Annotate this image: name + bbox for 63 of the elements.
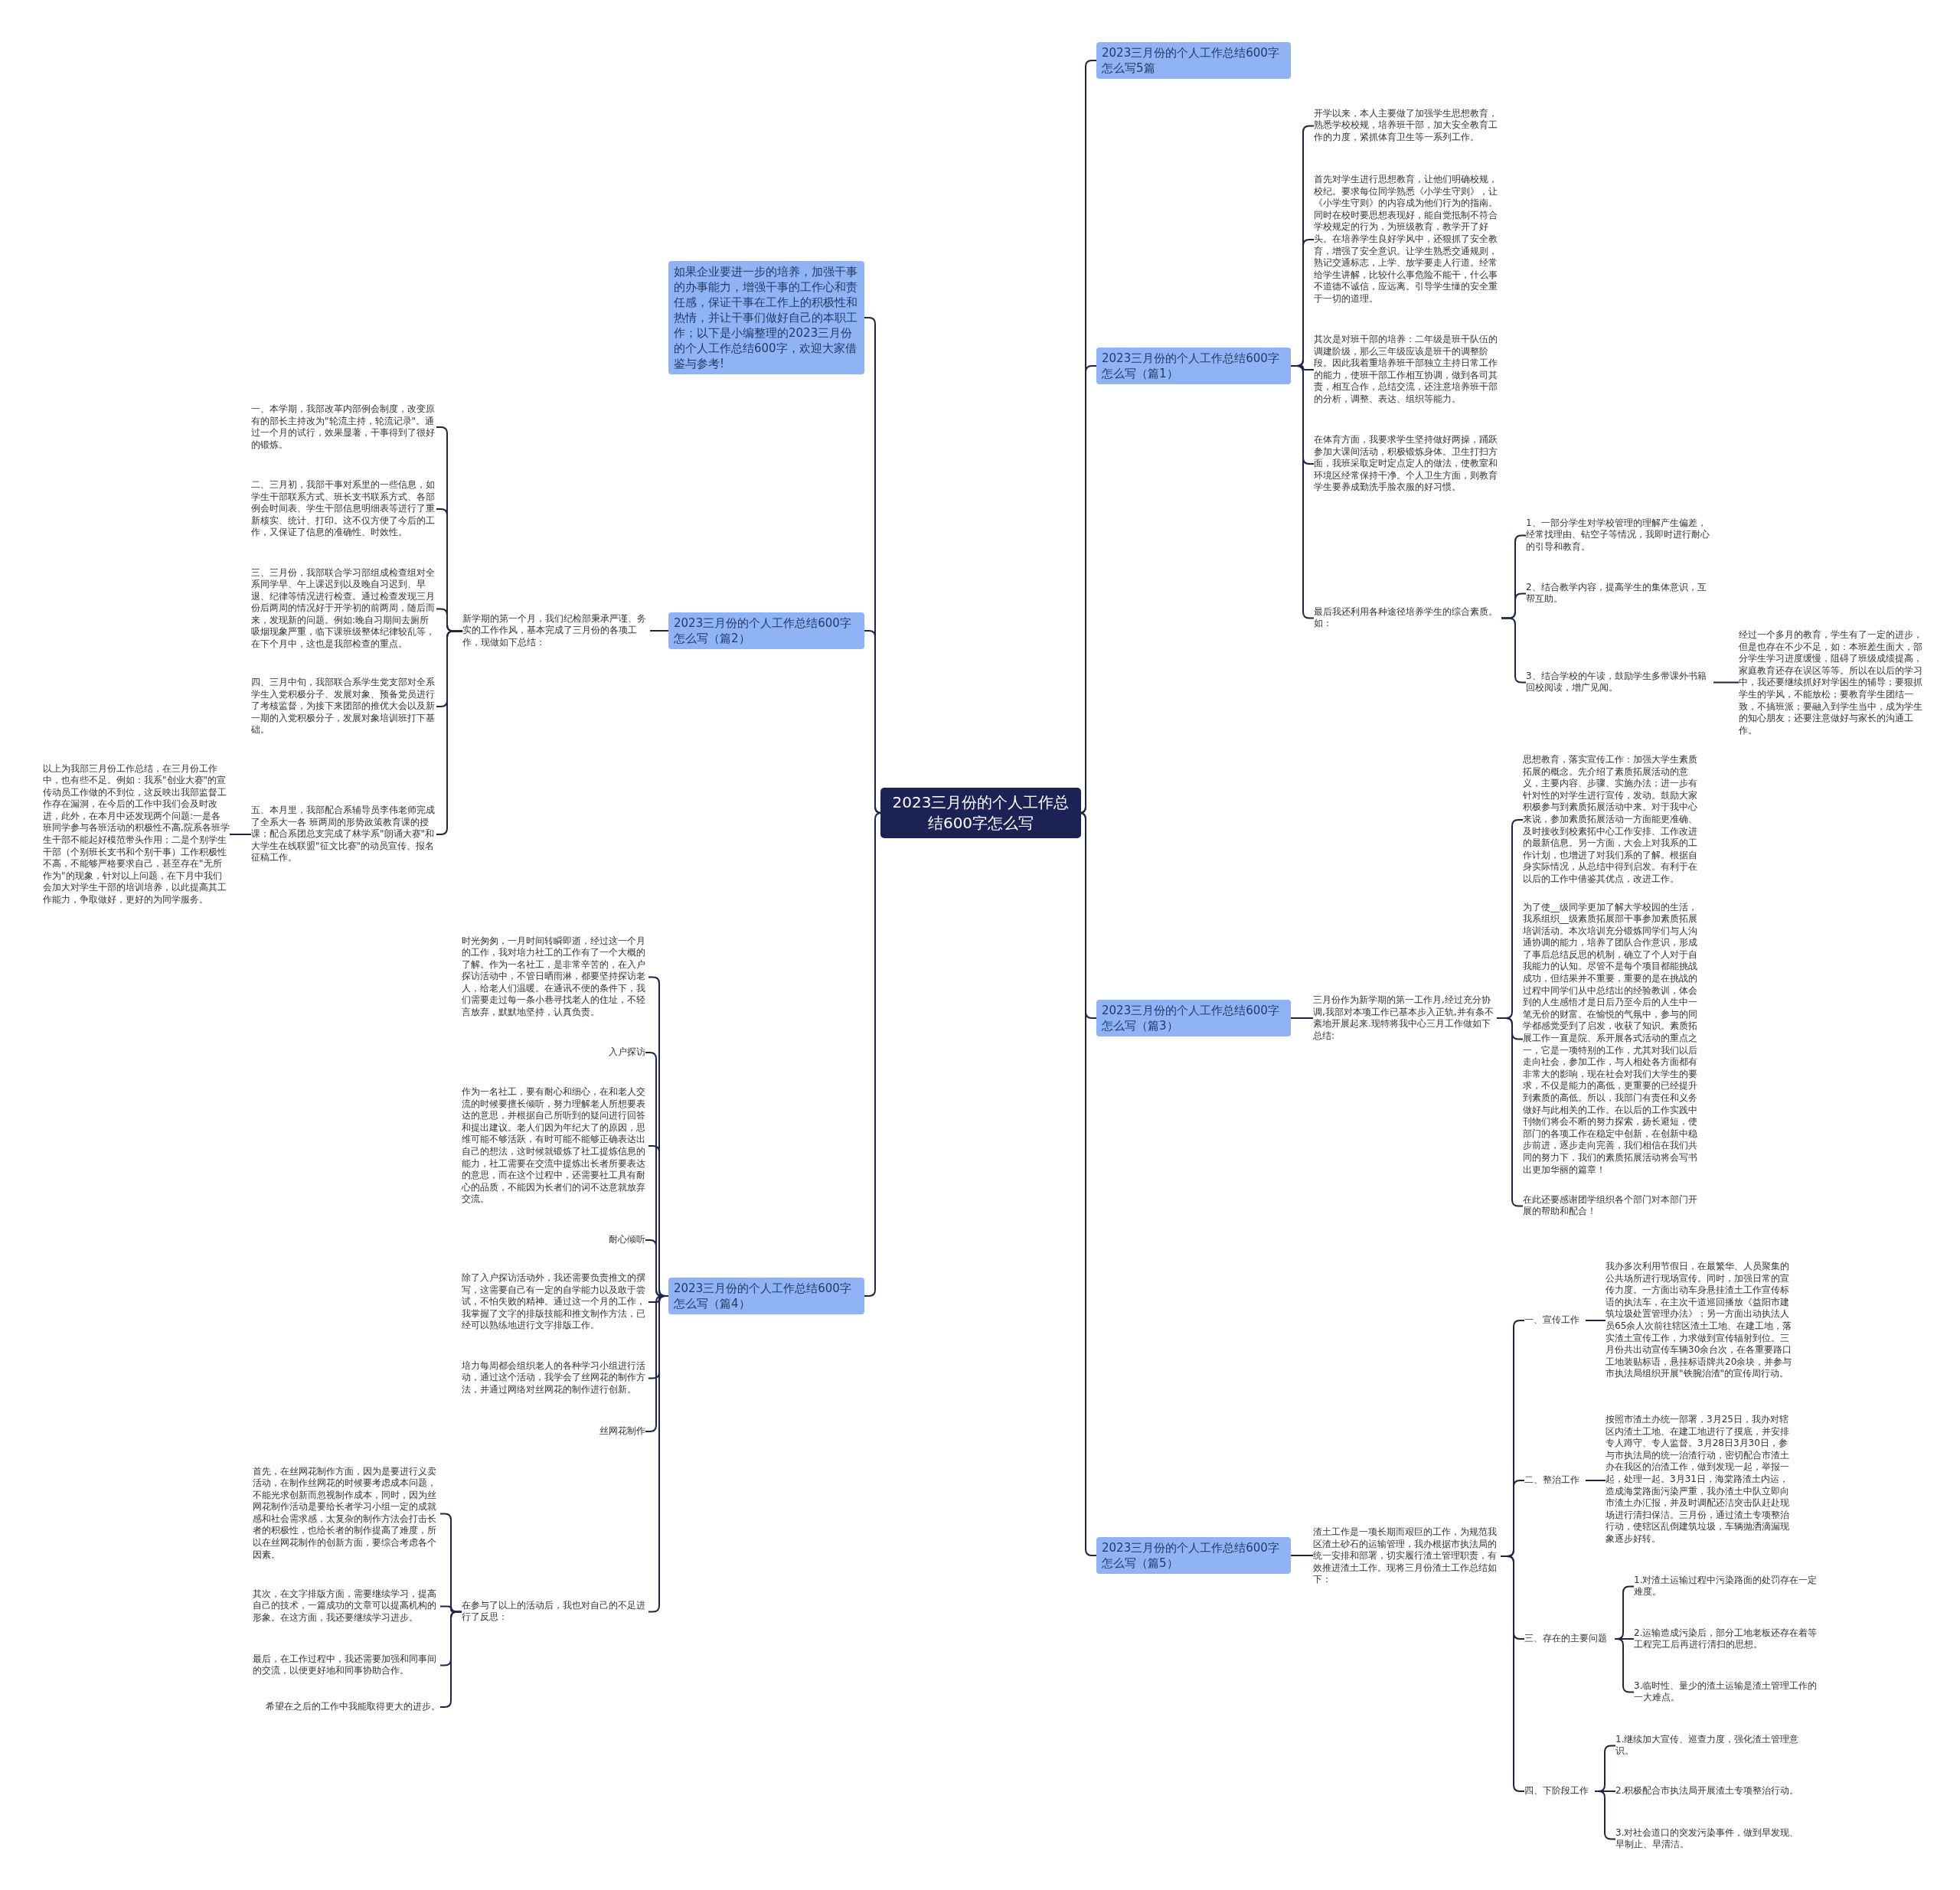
- paragraph-text: 培力每周都会组织老人的各种学习小组进行活动，通过这个活动，我学会了丝网花的制作方法，并通过网络对丝网花的制作进行创新。: [462, 1360, 648, 1396]
- branch-label: 四、下阶段工作: [1524, 1785, 1595, 1797]
- paragraph-text: 时光匆匆，一月时间转瞬即逝，经过这一个月的工作，我对培力社工的工作有了一个大概的了解。作为一名社工，是非常辛苦的，在入户探访活动中，不管日晒雨淋，都要坚持探访老人，给老人们温暖。在通讯不便的条件下，我们需要走过每一条小巷寻找老人的住址，不轻言放弃，默默地坚持，认真负责。: [462, 935, 648, 1019]
- paragraph-text: 最后我还利用各种途径培养学生的综合素质。如：: [1314, 606, 1501, 630]
- paragraph-text: 2.运输造成污染后，部分工地老板还存在着等工程完工后再进行清扫的思想。: [1634, 1627, 1820, 1651]
- paragraph-text: 首先，在丝网花制作方面，因为是要进行义卖活动，在制作丝网花的时候要考虑成本问题，不能光求创新而忽视制作成本，同时，因为丝网花制作活动是要给长者学习小组一定的成就感和社会需求感，太复杂的制作方法会打击长者的积极性，也给长者的制作提高了难度，所以在丝网花制作的创新方面，要综合考虑各个因素。: [253, 1465, 440, 1562]
- paragraph-text: 经过一个多月的教育，学生有了一定的进步，但是也存在不少不足，如：本班差生面大，部分学生学习进度缓慢，阻碍了班级成绩提高，家庭教育还存在误区等等。所以在以后的学习中，我还要继续抓好对学困生的辅导；要狠抓学生的学风，不能放松；要教育学生团结一致，不搞班派；要融入到学生当中，成为学生的知心朋友；还要注意做好与家长的沟通工作。: [1739, 629, 1928, 737]
- paragraph-text: 为了使__级同学更加了解大学校园的生活，我系组织__级素质拓展部干事参加素质拓展培训活动。本次培训充分锻炼同学们与人沟通协调的能力，培养了团队合作意识，形成了事后总结反思的机制，确立了个人对于自我能力的认知。尽管不是每个项目都能挑战成功，但结果并不重要，重要的是在挑战的过程中同学们从中总结出的经验教训，体会到的人生感悟才是日后乃至今后的人生中一笔无价的财富。在愉悦的气氛中，参与的同学都感觉受到了启发，收获了知识。素质拓展工作一直是院、系开展各式活动的重点之一，它是一项特别的工作，尤其对我们以后走向社会，参加工作，与人相处各方面都有非常大的影响，现在社会对我们大学生的要求，不仅是能力的高低，更重要的已经提升到素质的高低。所以，我部门有责任和义务做好与此相关的工作。在以后的工作实践中刊物们将会不断的努力探索，扬长避短，使部门的各项工作在稳定中创新，在创新中稳步前进，逐步走向完善，我们相信在我们共同的努力下，我们的素质拓展活动将会写书出更加华丽的篇章！: [1523, 901, 1705, 1177]
- branch-label: 一、宣传工作: [1524, 1314, 1586, 1327]
- paragraph-text: 1.对渣土运输过程中污染路面的处罚存在一定难度。: [1634, 1574, 1820, 1598]
- paragraph-text: 1.继续加大宣传、巡查力度，强化渣土管理意识。: [1615, 1733, 1801, 1758]
- connector-line: [1585, 1480, 1606, 1481]
- paragraph-text: 按照市渣土办统一部署，3月25日，我办对辖区内渣土工地、在建工地进行了摸底，并安排专人蹲守、专人监督。3月28日3月30日，参与市执法局的统一治渣行动，密切配合市渣土办在我区的治渣工作，做到发现一起，举报一起，处理一起。3月31日，海棠路渣土内运，造成海棠路面污染严重，我办渣土中队立即向市渣土办汇报，并及时调配还洁突击队赶赴现场进行清扫保洁。三月份，通过渣土专项整治行动，使辖区乱倒建筑垃圾，车辆抛洒滴漏现象逐步好转。: [1606, 1414, 1793, 1546]
- topic-box: 2023三月份的个人工作总结600字怎么写（篇2）: [668, 612, 864, 649]
- paragraph-text: 其次是对班干部的培养：二年级是班干队伍的调建阶级，那么三年级应该是班干的调整阶段。因此我着重培养班干部独立主持日常工作的能力，使班干部工作相互协调，做到各司其责，相互合作，总结交流，还注意培养班干部的分析，调整、表达、组织等能力。: [1314, 334, 1501, 406]
- paragraph-text: 3.临时性、量少的渣土运输是渣土管理工作的一大难点。: [1634, 1679, 1820, 1704]
- paragraph-text: 其次，在文字排版方面，需要继续学习，提高自己的技术，一篇成功的文章可以提高机构的形象。在这方面，我还要继续学习进步。: [253, 1588, 440, 1624]
- paragraph-text: 首先对学生进行思想教育，让他们明确校规，校纪。要求每位同学熟悉《小学生守则》，让《小学生守则》的内容成为他们行为的指南。同时在校时要思想表现好，能自觉抵制不符合学校规定的行为，为班级教育，教学开了好头。在培养学生良好学风中，还狠抓了安全教育，增强了安全意识。让学生熟悉交通规则，熟记交通标志，上学、放学要走人行道。经常给学生讲解，比较什么事危险不能干，什么事不道德不诚信，应远离。引导学生懂的安全重于一切的道理。: [1314, 174, 1501, 305]
- paragraph-text: 在参与了以上的活动后，我也对自己的不足进行了反思：: [462, 1599, 648, 1624]
- topic-box: 2023三月份的个人工作总结600字怎么写（篇1）: [1096, 348, 1291, 384]
- connector-line: [1290, 1555, 1314, 1556]
- paragraph-text: 1、一部分学生对学校管理的理解产生偏差，经常找理由、钻空子等情况，我即时进行耐心的引导和教育。: [1526, 517, 1713, 553]
- root-topic: 2023三月份的个人工作总结600字怎么写: [880, 788, 1081, 838]
- connector-line: [649, 630, 669, 632]
- paragraph-text: 作为一名社工，要有耐心和细心，在和老人交流的时候要擅长倾听，努力理解老人所想要表达的意思，并根据自己所听到的疑问进行回答和提出建议。老人们因为年纪大了的原因，思维可能不够活跃，有时可能不能够正确表达出自己的想法，这时候就锻炼了社工提炼信息的能力，社工需要在交流中提炼出长者所要表达的意思，而在这个过程中，还需要社工具有耐心的品质，不能因为长者们的词不达意就放弃交流。: [462, 1086, 648, 1206]
- paragraph-text: 3、结合学校的午读，鼓励学生多带课外书籍回校阅读，增广见闻。: [1526, 670, 1713, 694]
- paragraph-text: 希望在之后的工作中我能取得更大的进步。: [253, 1701, 440, 1713]
- topic-box: 2023三月份的个人工作总结600字怎么写5篇: [1096, 42, 1291, 79]
- paragraph-text: 四、三月中旬，我部联合系学生党支部对全系学生入党积极分子、发展对象、预备党员进行了考核监督，为接下来团部的推优大会以及新一期的入党积极分子，发展对象培训班打下基础。: [251, 677, 436, 736]
- topic-box: 2023三月份的个人工作总结600字怎么写（篇5）: [1096, 1537, 1291, 1574]
- paragraph-text: 思想教育，落实宣传工作：加强大学生素质拓展的概念。先介绍了素质拓展活动的意义，主要内容、步骤、实施办法；进一步有针对性的对学生进行宣传，发动。鼓励大家积极参与到素质拓展活动中来。对于我中心来说，参加素质拓展活动一方面能更准确、及时接收到校素拓中心工作安排、工作改进的最新信息。另一方面，大会上对我系的工作计划，也增进了对我们系的了解。根据自身实际情况，从总结中得到启发。有利于在以后的工作中借鉴其优点，改进工作。: [1523, 754, 1705, 886]
- paragraph-text: 三月份作为新学期的第一工作月,经过充分协调,我部对本项工作已基本步入正轨,并有条不紊地开展起来.现特将我中心三月工作做如下总结:: [1313, 994, 1497, 1043]
- paragraph-text: 新学期的第一个月，我们纪检部秉承严谨、务实的工作作风，基本完成了三月份的各项工作，现做如下总结：: [462, 612, 650, 649]
- connector-line: [1713, 681, 1740, 684]
- paragraph-text: 一、本学期，我部改革内部例会制度，改变原有的部长主持改为"轮流主持，轮流记录"。通过一个月的试行，效果显著，干事得到了很好的锻炼。: [251, 403, 436, 452]
- topic-box: 2023三月份的个人工作总结600字怎么写（篇3）: [1096, 1000, 1291, 1036]
- branch-label: 耐心倾听: [538, 1234, 645, 1246]
- branch-label: 入户探访: [538, 1046, 645, 1059]
- paragraph-text: 三、三月份，我部联合学习部组成检查组对全系同学早、午上课迟到以及晚自习迟到、早退、纪律等情况进行检查。通过检查发现三月份后两周的情况好于开学初的前两周，随后而来，发现新的问题。例如:晚自习期间去厕所吸烟现象严重，临下课班级整体纪律较乱等，在下个月中，这也是我部检查的重点。: [251, 566, 436, 651]
- paragraph-text: 我办多次利用节假日，在最繁华、人员聚集的公共场所进行现场宣传。同时，加强日常的宣传力度。一方面出动车身悬挂渣土工作宣传标语的执法车，在主次干道巡回播放《益阳市建筑垃圾处置管理办法》；另一方面出动执法人员65余人次前往辖区渣土工地、在建工地，落实渣土宣传工作，力求做到宣传辐射到位。三月份共出动宣传车辆30余台次，在各重要路口工地装贴标语，悬挂标语牌共20余块，并参与市执法局组织开展"铁腕治渣"的宣传周行动。: [1606, 1261, 1793, 1380]
- connector-line: [1290, 365, 1315, 619]
- connector-line: [229, 834, 252, 835]
- paragraph-text: 五、本月里，我部配合系辅导员李伟老师完成了全系大一各 班两周的形势政策教育课的授课；配合系团总支完成了林学系"朗诵大赛"和大学生在线联盟"征文比赛"的动员宣传、报名征稿工作。: [251, 805, 436, 864]
- branch-label: 丝网花制作: [538, 1425, 645, 1438]
- paragraph-text: 2.积极配合市执法局开展渣土专项整治行动。: [1615, 1785, 1801, 1797]
- connector-line: [864, 812, 882, 1297]
- intro-box: 如果企业要进一步的培养，加强干事的办事能力，增强干事的工作心和责任感，保证干事在工作上的积极性和热情，并让干事们做好自己的本职工作；以下是小编整理的2023三月份的个人工作总结600字，欢迎大家借鉴与参考!: [668, 261, 864, 374]
- branch-label: 三、存在的主要问题: [1524, 1633, 1615, 1645]
- paragraph-text: 渣土工作是一项长期而艰巨的工作，为规范我区渣土砂石的运输管理，我办根据市执法局的统一安排和部署，切实履行渣土管理职责，有效推进渣土工作。现将三月份渣土工作总结如下：: [1313, 1526, 1501, 1586]
- connector-line: [439, 1611, 462, 1708]
- paragraph-text: 在此还要感谢团学组织各个部门对本部门开展的帮助和配合！: [1523, 1193, 1705, 1218]
- paragraph-text: 除了入户探访活动外，我还需要负责推文的撰写，这需要自己有一定的自学能力以及敢于尝试，不怕失败的精神。通过这一个月的工作，我掌握了文字的排版技能和推文制作方法，已经可以熟练地进行文字排版工作。: [462, 1272, 648, 1332]
- paragraph-text: 在体育方面，我要求学生坚持做好两操，踊跃参加大课间活动，积极锻炼身体。卫生打扫方面，我班采取定时定点定人的做法，使教室和环境区经常保持干净。个人卫生方面，则教育学生要养成勤洗手脸衣服的好习惯。: [1314, 434, 1501, 494]
- paragraph-text: 2、结合教学内容，提高学生的集体意识，互帮互助。: [1526, 581, 1713, 606]
- connector-line: [1585, 1320, 1606, 1321]
- connector-line: [1290, 1017, 1314, 1019]
- paragraph-text: 以上为我部三月份工作总结，在三月份工作中，也有些不足。例如：我系"创业大赛"的宣传动员工作做的不到位，这反映出我部监督工作存在漏洞，在今后的工作中我们会及时改进，此外，在本月中还发现两个问题:一是各班同学参与各班活动的积极性不高,院系各班学生干部不能起好模范带头作用；二是个别学生干部（个别班长支书和个别干事）工作积极性不高，不能够严格要求自己，甚至存在"无所作为"的现象，针对以上问题，在下月中我们会加大对学生干部的培训培养，以此提高其工作能力，争取做好，更好的为同学服务。: [43, 762, 230, 906]
- paragraph-text: 3.对社会道口的突发污染事件，做到早发现、早制止、早清洁。: [1615, 1826, 1801, 1851]
- branch-label: 二、整治工作: [1524, 1474, 1586, 1487]
- paragraph-text: 二、三月初，我部干事对系里的一些信息，如学生干部联系方式、班长支书联系方式、各部例会时间表、学生干部信息明细表等进行了重新核实、统计、打印。这不仅方便了今后的工作，又保证了信息的准确性、时效性。: [251, 479, 436, 539]
- topic-box: 2023三月份的个人工作总结600字怎么写（篇4）: [668, 1278, 864, 1314]
- paragraph-text: 开学以来，本人主要做了加强学生思想教育，熟悉学校校规，培养班干部，加大安全教育工作的力度，紧抓体育卫生等一系列工作。: [1314, 107, 1501, 144]
- paragraph-text: 最后，在工作过程中，我还需要加强和同事间的交流，以便更好地和同事协助合作。: [253, 1653, 440, 1677]
